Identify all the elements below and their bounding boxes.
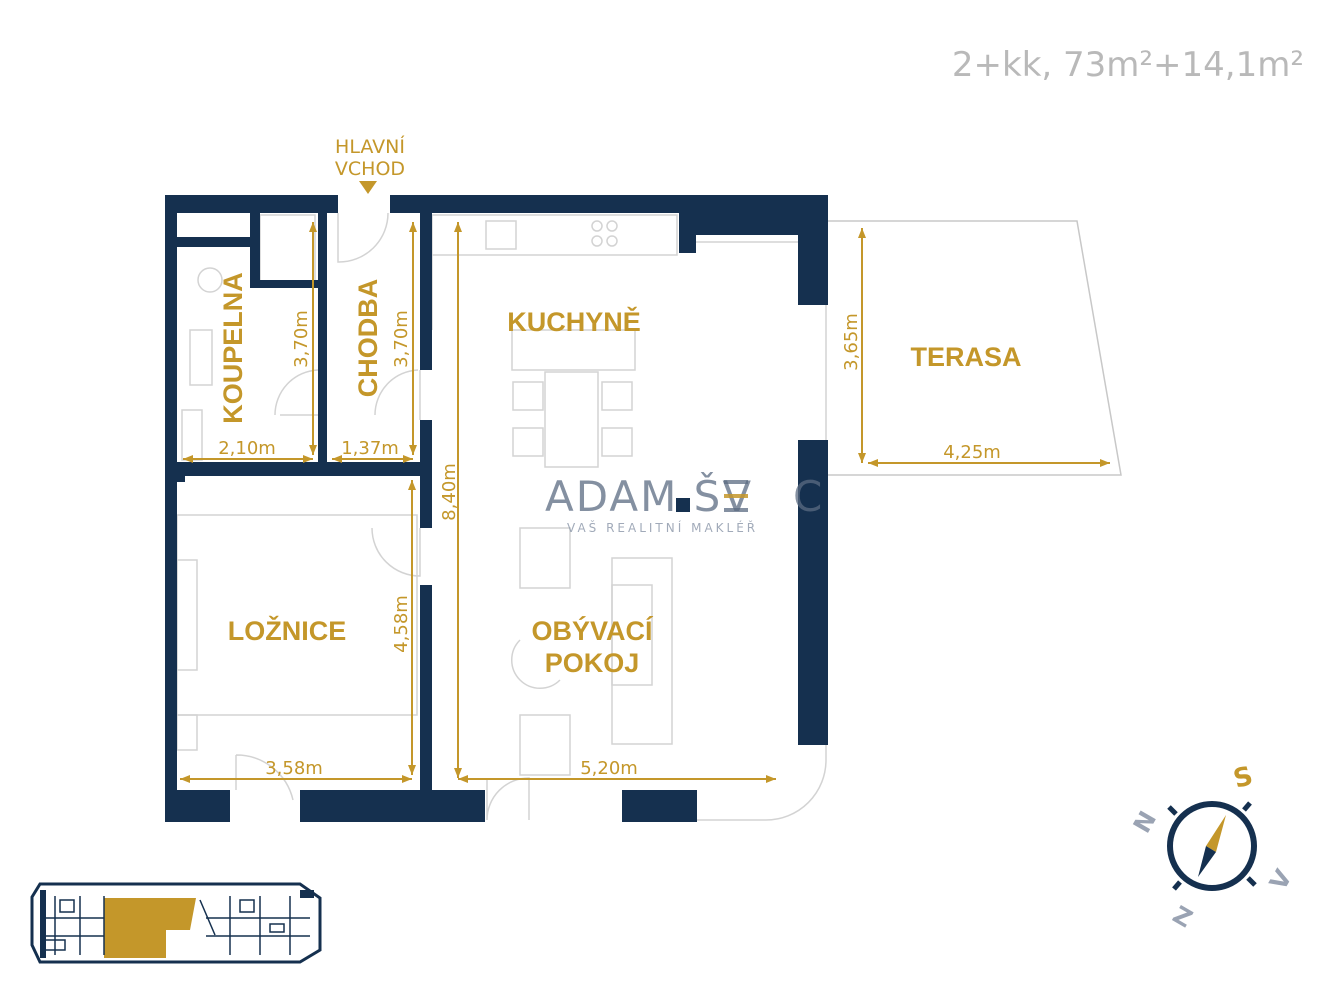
dim-main-height: 8,40m (439, 463, 460, 521)
dim-loznice-height: 4,58m (391, 595, 412, 653)
compass-east: V (1264, 865, 1298, 895)
entrance-arrow-icon (359, 181, 377, 194)
dim-koupelna-width: 2,10m (218, 438, 276, 459)
page-title: 2+kk, 73m²+14,1m² (952, 45, 1304, 85)
entrance-label-line2: VCHOD (335, 158, 405, 180)
room-label-chodba: CHODBA (353, 279, 383, 398)
compass-south: S (1230, 761, 1256, 795)
compass-north: N (1128, 806, 1162, 837)
building-location-map (30, 882, 322, 964)
room-label-obyvaci-2: POKOJ (545, 648, 640, 678)
room-label-koupelna: KOUPELNA (218, 272, 248, 424)
entrance-label-line1: HLAVNÍ (335, 135, 405, 158)
room-label-terasa: TERASA (910, 342, 1021, 372)
dim-terasa-width: 4,25m (943, 442, 1001, 463)
dim-chodba-width: 1,37m (341, 438, 399, 459)
room-label-obyvaci-1: OBÝVACÍ (531, 615, 654, 646)
dim-chodba-height: 3,70m (391, 310, 412, 368)
compass-west: Z (1168, 900, 1197, 933)
dim-loznice-width: 3,58m (265, 758, 323, 779)
dim-terasa-height: 3,65m (841, 313, 862, 371)
compass-needle-icon (1206, 815, 1226, 852)
watermark-tagline: VAŠ REALITNÍ MAKLÉŘ (567, 520, 758, 535)
room-label-kuchyne: KUCHYNĚ (507, 306, 641, 337)
dim-obyvaci-width: 5,20m (580, 758, 638, 779)
dimension-lines (180, 222, 1110, 783)
compass: S N V Z (1128, 761, 1298, 933)
walls (165, 195, 828, 822)
terrace-outline (828, 220, 1122, 476)
room-label-loznice: LOŽNICE (228, 615, 347, 646)
dim-koupelna-height: 3,70m (291, 310, 312, 368)
main-entrance-marker: HLAVNÍ VCHOD (335, 135, 405, 194)
